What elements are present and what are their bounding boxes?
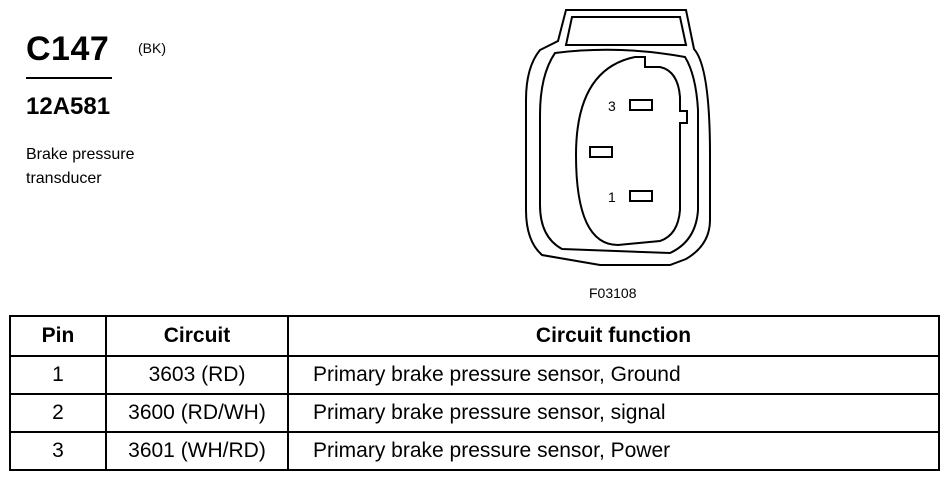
description-line-2: transducer bbox=[26, 170, 102, 187]
pin-2-terminal bbox=[589, 146, 613, 158]
pin-cavity-face bbox=[574, 56, 688, 247]
cell-pin: 1 bbox=[9, 355, 107, 395]
figure-id: F03108 bbox=[589, 285, 637, 301]
connector-diagram: 3 1 bbox=[525, 9, 711, 266]
description-line-1: Brake pressure bbox=[26, 146, 135, 163]
connector-id: C147 bbox=[26, 30, 110, 68]
header-circuit: Circuit bbox=[105, 315, 289, 357]
pin-label-1: 1 bbox=[608, 189, 616, 205]
cell-circuit: 3600 (RD/WH) bbox=[105, 393, 289, 433]
table-row: 1 3603 (RD) Primary brake pressure senso… bbox=[9, 355, 940, 395]
cell-pin: 3 bbox=[9, 431, 107, 471]
connector-id-underline bbox=[26, 77, 112, 79]
header-circuit-function: Circuit function bbox=[287, 315, 940, 357]
pin-table: Pin Circuit Circuit function 1 3603 (RD)… bbox=[9, 315, 940, 471]
pin-3-terminal bbox=[629, 99, 653, 111]
connector-inner-rim bbox=[539, 48, 699, 255]
cell-pin: 2 bbox=[9, 393, 107, 433]
cell-circuit-function: Primary brake pressure sensor, Ground bbox=[287, 355, 940, 395]
cell-circuit-function: Primary brake pressure sensor, signal bbox=[287, 393, 940, 433]
latch-inner bbox=[564, 16, 688, 46]
table-row: 3 3601 (WH/RD) Primary brake pressure se… bbox=[9, 431, 940, 471]
connector-outer-housing bbox=[525, 9, 711, 266]
cell-circuit: 3601 (WH/RD) bbox=[105, 431, 289, 471]
pin-label-3: 3 bbox=[608, 98, 616, 114]
header-pin: Pin bbox=[9, 315, 107, 357]
table-header-row: Pin Circuit Circuit function bbox=[9, 315, 940, 357]
cell-circuit-function: Primary brake pressure sensor, Power bbox=[287, 431, 940, 471]
color-code: (BK) bbox=[138, 40, 166, 56]
part-number: 12A581 bbox=[26, 93, 111, 120]
pin-1-terminal bbox=[629, 190, 653, 202]
table-row: 2 3600 (RD/WH) Primary brake pressure se… bbox=[9, 393, 940, 433]
cell-circuit: 3603 (RD) bbox=[105, 355, 289, 395]
